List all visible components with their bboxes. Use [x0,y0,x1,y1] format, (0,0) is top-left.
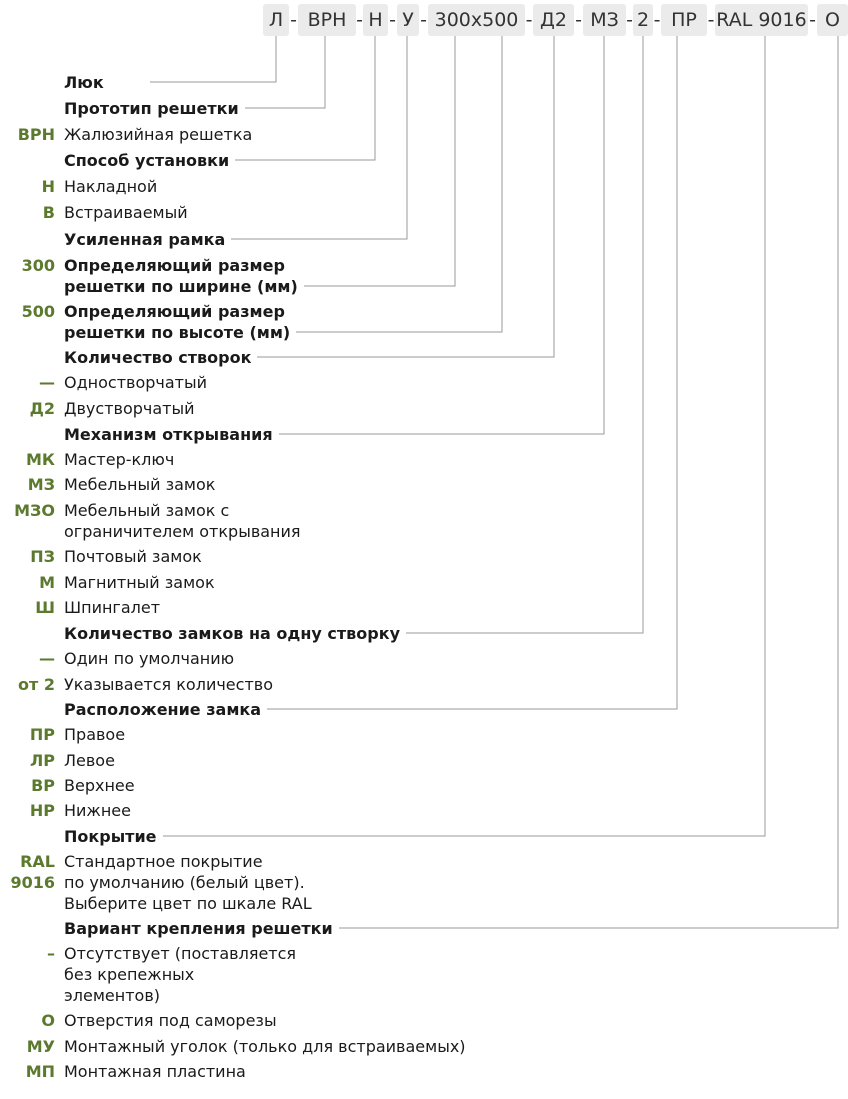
code-abbreviation: Д2 [29,399,55,418]
section-heading: Механизм открывания [64,424,279,445]
code-separator: - [575,9,582,31]
code-separator: - [290,9,297,31]
option-label: Отверстия под саморезы [64,1011,277,1030]
connector-line [150,36,839,929]
code-segment: Л [263,4,289,36]
option-label: Нижнее [64,801,131,820]
code-segment: МЗ [583,4,626,36]
code-abbreviation: ПЗ [30,547,55,566]
code-segment: У [397,4,419,36]
option-label: Магнитный замок [64,573,215,592]
section-heading: Усиленная рамка [64,229,232,250]
option-label: Мастер-ключ [64,450,175,469]
code-abbreviation: В [42,203,55,222]
code-abbreviation: М [39,573,55,592]
option-label: Двустворчатый [64,399,195,418]
section-heading: Расположение замка [64,699,268,720]
code-abbreviation: ЛР [29,751,55,770]
code-segment: Д2 [533,4,574,36]
code-segment: О [817,4,848,36]
code-abbreviation: — [39,373,55,392]
option-label: Левое [64,751,115,770]
code-separator: - [707,9,715,31]
code-abbreviation: 500 [21,302,55,321]
code-segment: ВРН [298,4,356,36]
code-abbreviation: О [41,1011,55,1030]
code-separator: - [356,9,363,31]
code-separator: - [420,9,427,31]
section-heading: Покрытие [64,826,163,847]
code-separator: - [389,9,396,31]
connector-line [150,36,605,435]
option-label: Стандартное покрытие по умолчанию (белый… [64,852,312,913]
option-label: Указывается количество [64,675,273,694]
connector-line [150,36,555,358]
section-heading: Люк [64,72,110,93]
code-abbreviation: ВР [31,776,55,795]
option-label: Один по умолчанию [64,649,235,668]
product-code-bar: Л-ВРН-Н-У-300х500-Д2-МЗ-2-ПР-RAL 9016-О [0,4,848,36]
code-segment: Н [363,4,388,36]
section-heading: Вариант крепления решетки [64,918,339,939]
option-label: Мебельный замок с ограничителем открыван… [64,501,301,541]
code-segment: 300х500 [428,4,525,36]
code-abbreviation: Ш [35,598,55,617]
section-heading: Прототип решетки [64,98,245,119]
option-label: Отсутствует (поставляется без крепежных … [64,944,297,1005]
option-label: Правое [64,725,126,744]
code-abbreviation: МК [26,450,55,469]
code-abbreviation: МЗО [14,501,55,520]
code-abbreviation: – [47,944,55,963]
connector-line [150,36,678,710]
code-separator: - [653,9,661,31]
option-label: Мебельный замок [64,475,216,494]
section-heading: Способ установки [64,150,236,171]
option-label: Одностворчатый [64,373,208,392]
section-heading: Количество створок [64,347,258,368]
code-abbreviation: 300 [21,256,55,275]
code-abbreviation: НР [29,801,55,820]
code-separator: - [525,9,533,31]
option-label: Жалюзийная решетка [64,125,253,144]
code-abbreviation: ВРН [17,125,55,144]
code-segment: ПР [661,4,707,36]
code-abbreviation: RAL 9016 [10,852,55,892]
code-abbreviation: — [39,649,55,668]
code-abbreviation: от 2 [18,675,55,694]
option-label: Монтажный уголок (только для встраиваемы… [64,1037,466,1056]
connector-line [150,36,408,240]
code-separator: - [626,9,633,31]
code-separator: - [809,9,816,31]
code-segment: 2 [633,4,653,36]
code-abbreviation: МУ [26,1037,55,1056]
section-heading: Определяющий размер решетки по ширине (м… [64,255,304,297]
section-heading: Количество замков на одну створку [64,623,407,644]
connector-line [150,36,766,837]
option-label: Почтовый замок [64,547,202,566]
code-segment: RAL 9016 [715,4,808,36]
code-abbreviation: Н [41,177,55,196]
option-label: Накладной [64,177,158,196]
code-abbreviation: МЗ [27,475,55,494]
connector-line [150,36,277,83]
option-label: Монтажная пластина [64,1062,246,1081]
section-heading: Определяющий размер решетки по высоте (м… [64,301,297,343]
option-label: Встраиваемый [64,203,188,222]
code-abbreviation: ПР [29,725,55,744]
option-label: Шпингалет [64,598,161,617]
code-abbreviation: МП [25,1062,55,1081]
option-label: Верхнее [64,776,135,795]
